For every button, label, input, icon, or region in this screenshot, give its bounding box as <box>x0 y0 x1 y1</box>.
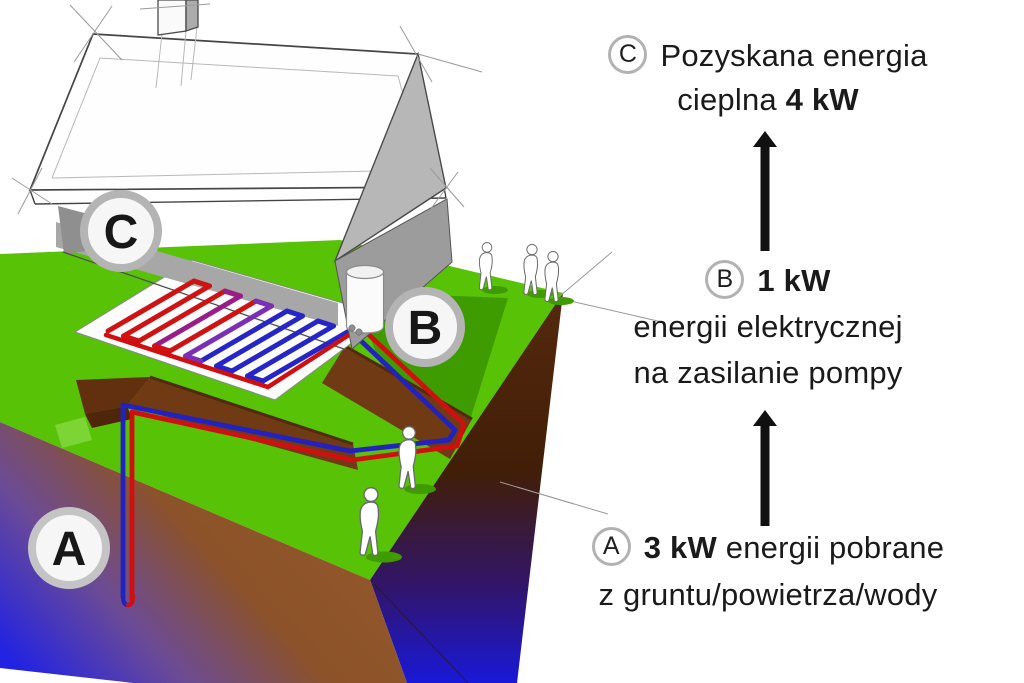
arrow-up-a-to-b <box>749 410 781 531</box>
annotation-a-line1: A 3 kW energii pobrane <box>512 524 1024 571</box>
pipe-fitting <box>355 328 363 336</box>
svg-text:A: A <box>52 523 87 576</box>
roof-gable-end <box>333 51 447 263</box>
badge-a-label: A <box>591 527 631 567</box>
heat-pump-tank <box>345 264 385 336</box>
soil-front-face <box>0 422 407 683</box>
side-trench-lip <box>344 344 473 421</box>
annotation-b-line1: B 1 kW <box>512 258 1024 304</box>
annotation-c-text2: cieplna <box>677 82 786 117</box>
annotation-c-line1: C Pozyskana energia <box>512 34 1024 78</box>
annotation-b-line3: na zasilanie pompy <box>633 355 903 390</box>
diagram-badge-a: A <box>28 507 110 589</box>
front-trench-lip <box>149 375 354 446</box>
annotation-electric-energy: B 1 kW energii elektrycznej na zasilanie … <box>512 258 1024 396</box>
soil-side-face <box>370 293 563 683</box>
diagram-badges: C B A <box>28 190 465 589</box>
borehole-pit <box>76 377 150 414</box>
chimney <box>157 0 199 36</box>
badge-c-label: C <box>608 35 648 75</box>
diagram-badge-c: C <box>80 190 162 272</box>
pit-inner-shadow <box>85 406 132 428</box>
house <box>11 0 663 515</box>
annotation-c-line2: cieplna 4 kW <box>512 78 1024 122</box>
people-silhouettes <box>359 242 574 563</box>
svg-text:B: B <box>408 302 443 355</box>
soil-side-crease <box>373 583 469 683</box>
pipe-fitting <box>348 324 356 332</box>
arrow-up-b-to-c <box>749 131 781 256</box>
badge-b-label: B <box>705 260 745 300</box>
svg-text:C: C <box>104 206 139 259</box>
roof-inner-wireframe <box>51 26 425 179</box>
annotation-c-text: Pozyskana energia <box>660 38 928 73</box>
diagram-badge-b: B <box>385 287 465 367</box>
underfloor-heating-coils <box>103 278 355 390</box>
annotation-a-line2: z gruntu/powietrza/wody <box>598 577 938 612</box>
side-trench <box>322 346 472 459</box>
pit-ledge-green <box>55 417 92 448</box>
borehole-u-bend-hot <box>125 593 136 608</box>
annotation-b-line2: energii elektrycznej <box>633 309 903 344</box>
annotation-a-text: energii pobrane <box>716 530 945 565</box>
annotation-source-energy: A 3 kW energii pobrane z gruntu/powietrza… <box>512 524 1024 618</box>
annotation-c-value: 4 kW <box>785 82 859 117</box>
annotation-a-value: 3 kW <box>643 530 717 565</box>
annotation-output-energy: C Pozyskana energia cieplna 4 kW <box>512 34 1024 122</box>
annotation-b-value: 1 kW <box>757 263 831 298</box>
sketch-lines <box>11 3 663 515</box>
